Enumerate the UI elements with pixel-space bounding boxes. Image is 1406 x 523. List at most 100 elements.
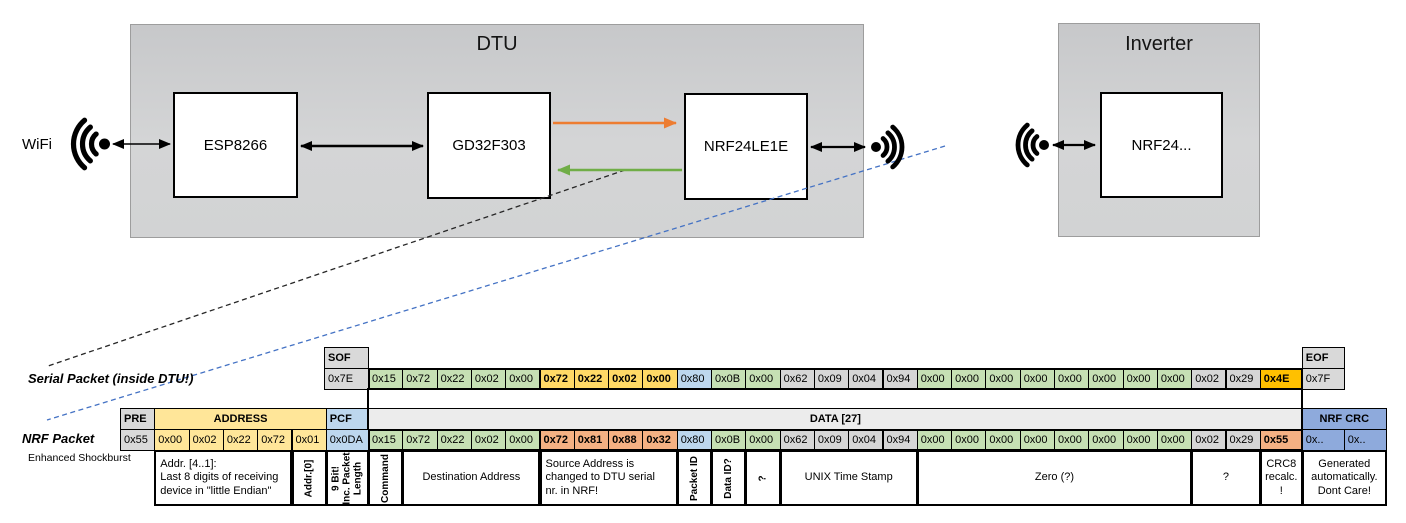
nrf-byte-cell: 0x32 — [642, 429, 678, 451]
dtu-title: DTU — [476, 33, 518, 55]
nrf-byte-cell: 0x0B — [711, 429, 747, 451]
inverter-nrf24-box: NRF24... — [1100, 92, 1223, 198]
serial-byte-cell: 0x80 — [676, 368, 712, 390]
nrf-crc-byte-cell: 0x.. — [1301, 429, 1345, 451]
nrf-byte-cell: 0x00 — [1019, 429, 1055, 451]
serial-byte-cell: 0x09 — [813, 368, 850, 390]
esp8266-box: ESP8266 — [173, 92, 298, 198]
annotation-command: Command — [368, 450, 404, 506]
eof-header-cell: EOF — [1301, 347, 1345, 369]
nrf-byte-cell: 0x02 — [470, 429, 507, 451]
serial-byte-cell: 0x22 — [436, 368, 472, 390]
annotation-packet-id: Packet ID — [676, 450, 712, 506]
nrf-address-byte-cell: 0x22 — [222, 429, 259, 451]
wifi-signal-icon-dtu-right — [871, 124, 905, 170]
wifi-signal-icon-inverter — [1015, 122, 1049, 168]
serial-byte-cell: 0x04 — [848, 368, 884, 390]
nrf-byte-cell: 0x72 — [539, 429, 575, 451]
serial-byte-cell: 0x00 — [745, 368, 781, 390]
nrf-byte-cell: 0x62 — [779, 429, 815, 451]
annotation-addr-4-1: Addr. [4..1]: Last 8 digits of receiving… — [154, 450, 293, 506]
address-header-cell: ADDRESS — [154, 408, 327, 430]
wifi-label: WiFi — [22, 136, 52, 153]
sof-header-cell: SOF — [324, 347, 369, 369]
data-header-cell: DATA [27] — [368, 408, 1303, 430]
serial-byte-cell: 0x00 — [1054, 368, 1090, 390]
nrf-byte-cell: 0x02 — [1191, 429, 1227, 451]
sof-byte-cell: 0x7E — [324, 368, 369, 390]
serial-byte-cell: 0x00 — [642, 368, 678, 390]
serial-byte-cell: 0x02 — [1191, 368, 1227, 390]
nrf-byte-cell: 0x22 — [436, 429, 472, 451]
nrf-byte-cell: 0x00 — [916, 429, 953, 451]
data-end-connector — [1300, 388, 1303, 430]
nrf-byte-cell: 0x00 — [745, 429, 781, 451]
serial-byte-cell: 0x00 — [1019, 368, 1055, 390]
pre-header-cell: PRE — [120, 408, 156, 430]
nrf-byte-cell: 0x80 — [676, 429, 712, 451]
nrf-byte-cell: 0x72 — [402, 429, 438, 451]
serial-byte-cell: 0x72 — [402, 368, 438, 390]
nrf-address-byte-cell: 0x02 — [188, 429, 224, 451]
nrf-byte-cell: 0x04 — [848, 429, 884, 451]
nrf-address-byte-cell: 0x00 — [154, 429, 190, 451]
nrf-crc-header-cell: NRF CRC — [1301, 408, 1387, 430]
annotation-addr-0: Addr.[0] — [291, 450, 327, 506]
serial-byte-cell: 0x00 — [951, 368, 987, 390]
annotation-nrf-crc-note: Generated automatically. Dont Care! — [1301, 450, 1387, 506]
serial-byte-cell: 0x02 — [608, 368, 644, 390]
nrf-byte-cell: 0x00 — [1054, 429, 1090, 451]
annotation-unknown-1: ? — [745, 450, 781, 506]
serial-byte-cell: 0x94 — [882, 368, 918, 390]
serial-byte-cell: 0x72 — [539, 368, 575, 390]
eof-byte-cell: 0x7F — [1301, 368, 1345, 390]
annotation-unknown-2: ? — [1191, 450, 1261, 506]
gd32f303-box: GD32F303 — [427, 92, 551, 199]
serial-byte-cell: 0x4E — [1259, 368, 1303, 390]
serial-byte-cell: 0x00 — [916, 368, 953, 390]
nrf-address-byte-cell: 0x01 — [291, 429, 327, 451]
nrf-byte-cell: 0x00 — [1122, 429, 1158, 451]
nrf-byte-cell: 0x00 — [505, 429, 541, 451]
serial-byte-cell: 0x00 — [1088, 368, 1124, 390]
nrf-byte-cell: 0x15 — [368, 429, 404, 451]
inverter-panel: Inverter — [1058, 23, 1260, 237]
serial-byte-cell: 0x00 — [985, 368, 1021, 390]
serial-byte-cell: 0x0B — [711, 368, 747, 390]
serial-byte-cell: 0x22 — [573, 368, 610, 390]
serial-byte-cell: 0x02 — [470, 368, 507, 390]
nrf-byte-cell: 0x94 — [882, 429, 918, 451]
annotation-zero: Zero (?) — [916, 450, 1193, 506]
serial-packet-label: Serial Packet (inside DTU!) — [28, 371, 194, 386]
nrf-byte-cell: 0x00 — [951, 429, 987, 451]
annotation-crc8-recalc: CRC8 recalc. ! — [1259, 450, 1303, 506]
nrf-byte-cell: 0x88 — [608, 429, 644, 451]
nrf-address-byte-cell: 0x72 — [257, 429, 293, 451]
serial-byte-cell: 0x15 — [368, 368, 404, 390]
serial-byte-cell: 0x00 — [505, 368, 541, 390]
data-start-connector — [366, 388, 370, 430]
nrf-byte-cell: 0x00 — [1156, 429, 1193, 451]
annotation-destination-address: Destination Address — [402, 450, 541, 506]
pre-byte-cell: 0x55 — [120, 429, 156, 451]
enhanced-shockburst-label: Enhanced Shockburst — [28, 452, 131, 464]
annotation-pcf-note: 9 Bit! Inc. Packet Length — [325, 450, 369, 506]
serial-byte-cell: 0x29 — [1225, 368, 1261, 390]
nrf-packet-label: NRF Packet — [22, 431, 95, 446]
serial-byte-cell: 0x00 — [1156, 368, 1193, 390]
pcf-header-cell: PCF — [325, 408, 369, 430]
serial-byte-cell: 0x62 — [779, 368, 815, 390]
annotation-unix-time-stamp: UNIX Time Stamp — [779, 450, 918, 506]
inverter-title: Inverter — [1125, 33, 1193, 55]
annotation-data-id: Data ID? — [711, 450, 747, 506]
nrf-byte-cell: 0x09 — [813, 429, 850, 451]
nrf-byte-cell: 0x81 — [573, 429, 610, 451]
nrf-byte-cell: 0x00 — [985, 429, 1021, 451]
nrf24le1e-box: NRF24LE1E — [684, 93, 808, 200]
pcf-byte-cell: 0x0DA — [325, 429, 369, 451]
annotation-source-address: Source Address is changed to DTU serial … — [539, 450, 678, 506]
serial-byte-cell: 0x00 — [1122, 368, 1158, 390]
nrf-byte-cell: 0x00 — [1088, 429, 1124, 451]
wifi-signal-icon-left — [70, 117, 110, 171]
